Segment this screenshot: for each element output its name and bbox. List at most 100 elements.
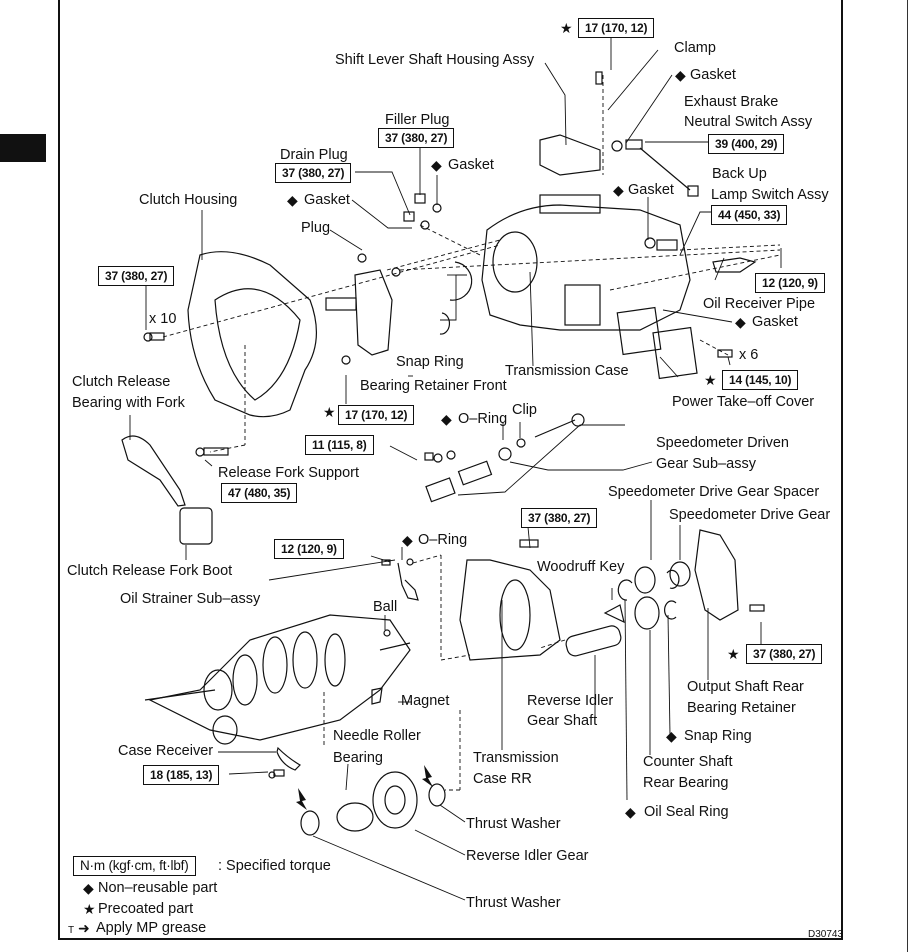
- counter-shaft-bearing-shape: [634, 596, 660, 630]
- clutch-release-fork-shape: [121, 435, 186, 507]
- label-reverse-idler-gear: Reverse Idler Gear: [466, 848, 589, 864]
- case-receiver-shape: [276, 746, 301, 771]
- label-clip: Clip: [512, 402, 537, 418]
- diagram-frame: [58, 0, 843, 940]
- legend-precoated: Precoated part: [98, 901, 194, 917]
- reverse-idler-shaft-shape: [565, 625, 622, 657]
- torque-exhaust-brake-switch: 39 (400, 29): [708, 134, 785, 154]
- label-speedometer-driven: Speedometer Driven: [656, 435, 789, 451]
- transmission-case-rr-shape: [459, 539, 561, 661]
- label-bearing-retainer-front: Bearing Retainer Front: [360, 378, 507, 394]
- non-reusable-diamond: ◆: [431, 157, 442, 173]
- snap-ring-large-shape: [449, 261, 473, 301]
- label-filler-plug: Filler Plug: [385, 112, 450, 128]
- label-neutral-switch: Neutral Switch Assy: [684, 114, 813, 130]
- label-x10: x 10: [149, 311, 177, 327]
- reverse-idler-gear-shape: [372, 771, 418, 829]
- label-ball: Ball: [373, 599, 398, 615]
- diagram-code: D30743: [808, 929, 844, 940]
- non-reusable-diamond: ◆: [675, 67, 686, 83]
- label-drain-plug: Drain Plug: [280, 147, 348, 163]
- non-reusable-diamond: ◆: [735, 314, 746, 330]
- needle-roller-shape: [336, 802, 374, 832]
- output-retainer-shape: [694, 529, 739, 621]
- pto-gasket-shape: [616, 306, 662, 356]
- torque-back-up-switch: 44 (450, 33): [711, 205, 788, 225]
- legend-torque-unit: N·m (kgf·cm, ft·lbf): [73, 856, 196, 876]
- label-transmission: Transmission: [473, 750, 559, 766]
- label-lamp-switch: Lamp Switch Assy: [711, 187, 829, 203]
- torque-release-fork-support: 47 (480, 35): [221, 483, 298, 503]
- speedometer-driven-parts: [424, 413, 585, 503]
- label-transmission-case: Transmission Case: [505, 363, 629, 379]
- label-woodruff-key: Woodruff Key: [537, 559, 625, 575]
- torque-case-rr-bolt: 37 (380, 27): [521, 508, 598, 528]
- oil-receiver-pipe-shape: [712, 257, 757, 273]
- label-output-shaft-rear: Output Shaft Rear: [687, 679, 804, 695]
- label-speedometer-drive-gear: Speedometer Drive Gear: [669, 507, 831, 523]
- speedometer-drive-gear-shape: [669, 561, 691, 587]
- torque-case-receiver-bolt: 18 (185, 13): [143, 765, 220, 785]
- label-o-ring: O–Ring: [418, 532, 468, 548]
- label-reverse-idler: Reverse Idler: [527, 693, 614, 709]
- legend-arrow-icon: ➜: [78, 920, 90, 936]
- label-gasket: Gasket: [628, 182, 674, 198]
- label-oil-seal-ring: Oil Seal Ring: [644, 804, 729, 820]
- woodruff-key-shape: [603, 604, 625, 624]
- label-bearing: Bearing: [333, 750, 383, 766]
- label-x6: x 6: [739, 347, 759, 363]
- transmission-case-shape: [481, 194, 691, 331]
- label-oil-receiver-pipe: Oil Receiver Pipe: [703, 296, 816, 312]
- pto-cover-shape: [652, 326, 698, 380]
- oil-strainer-shape: [381, 558, 419, 637]
- label-oil-strainer: Oil Strainer Sub–assy: [120, 591, 261, 607]
- legend-non-reusable: Non–reusable part: [98, 880, 218, 896]
- torque-output-retainer-bolt: 37 (380, 27): [746, 644, 823, 664]
- label-thrust-washer: Thrust Washer: [466, 895, 561, 911]
- label-case-receiver: Case Receiver: [118, 743, 214, 759]
- label-plug: Plug: [301, 220, 331, 236]
- label-snap-ring: Snap Ring: [396, 354, 464, 370]
- legend-grease-prefix: T: [68, 925, 75, 936]
- label-snap-ring: Snap Ring: [684, 728, 752, 744]
- label-case-rr: Case RR: [473, 771, 532, 787]
- gear-train-shape: [144, 614, 411, 745]
- non-reusable-diamond: ◆: [287, 192, 298, 208]
- label-gasket: Gasket: [448, 157, 494, 173]
- magnet-shape: [371, 687, 383, 705]
- plug-gaskets: [357, 193, 442, 277]
- switch-parts: [611, 139, 699, 251]
- label-clutch-release: Clutch Release: [72, 374, 171, 390]
- torque-ptc-bolt: 14 (145, 10): [722, 370, 799, 390]
- label-speedometer-drive-gear-spacer: Speedometer Drive Gear Spacer: [608, 484, 820, 500]
- torque-clutch-housing-bolt: 37 (380, 27): [98, 266, 175, 286]
- label-gasket: Gasket: [690, 67, 736, 83]
- legend-torque-desc: : Specified torque: [218, 858, 331, 874]
- label-gear-sub-assy: Gear Sub–assy: [656, 456, 756, 472]
- fork-boot-shape: [179, 507, 213, 545]
- label-exhaust-brake: Exhaust Brake: [684, 94, 779, 110]
- precoated-star: ★: [727, 646, 740, 662]
- precoated-star: ★: [560, 20, 573, 36]
- non-reusable-diamond: ◆: [402, 532, 413, 548]
- precoated-star: ★: [323, 404, 336, 420]
- assembly-dashes: [162, 75, 781, 791]
- drive-gear-spacer-shape: [634, 566, 656, 594]
- label-shift-lever-housing: Shift Lever Shaft Housing Assy: [335, 52, 535, 68]
- torque-speedometer-bolt: 11 (115, 8): [305, 435, 374, 455]
- thrust-washer-front-shape: [300, 810, 320, 836]
- section-tab: [0, 134, 46, 162]
- non-reusable-diamond: ◆: [625, 804, 636, 820]
- label-bearing-retainer: Bearing Retainer: [687, 700, 796, 716]
- label-thrust-washer: Thrust Washer: [466, 816, 561, 832]
- label-bearing-with-fork: Bearing with Fork: [72, 395, 185, 411]
- shift-lever-housing-shape: [539, 71, 603, 176]
- non-reusable-diamond: ◆: [441, 411, 452, 427]
- snap-ring-rear-shape: [664, 600, 677, 620]
- oil-seal-ring-shape: [617, 579, 633, 601]
- legend-diamond-icon: ◆: [83, 880, 94, 896]
- leader-lines: [129, 37, 782, 901]
- non-reusable-diamond: ◆: [666, 728, 677, 744]
- label-gear-shaft: Gear Shaft: [527, 713, 598, 729]
